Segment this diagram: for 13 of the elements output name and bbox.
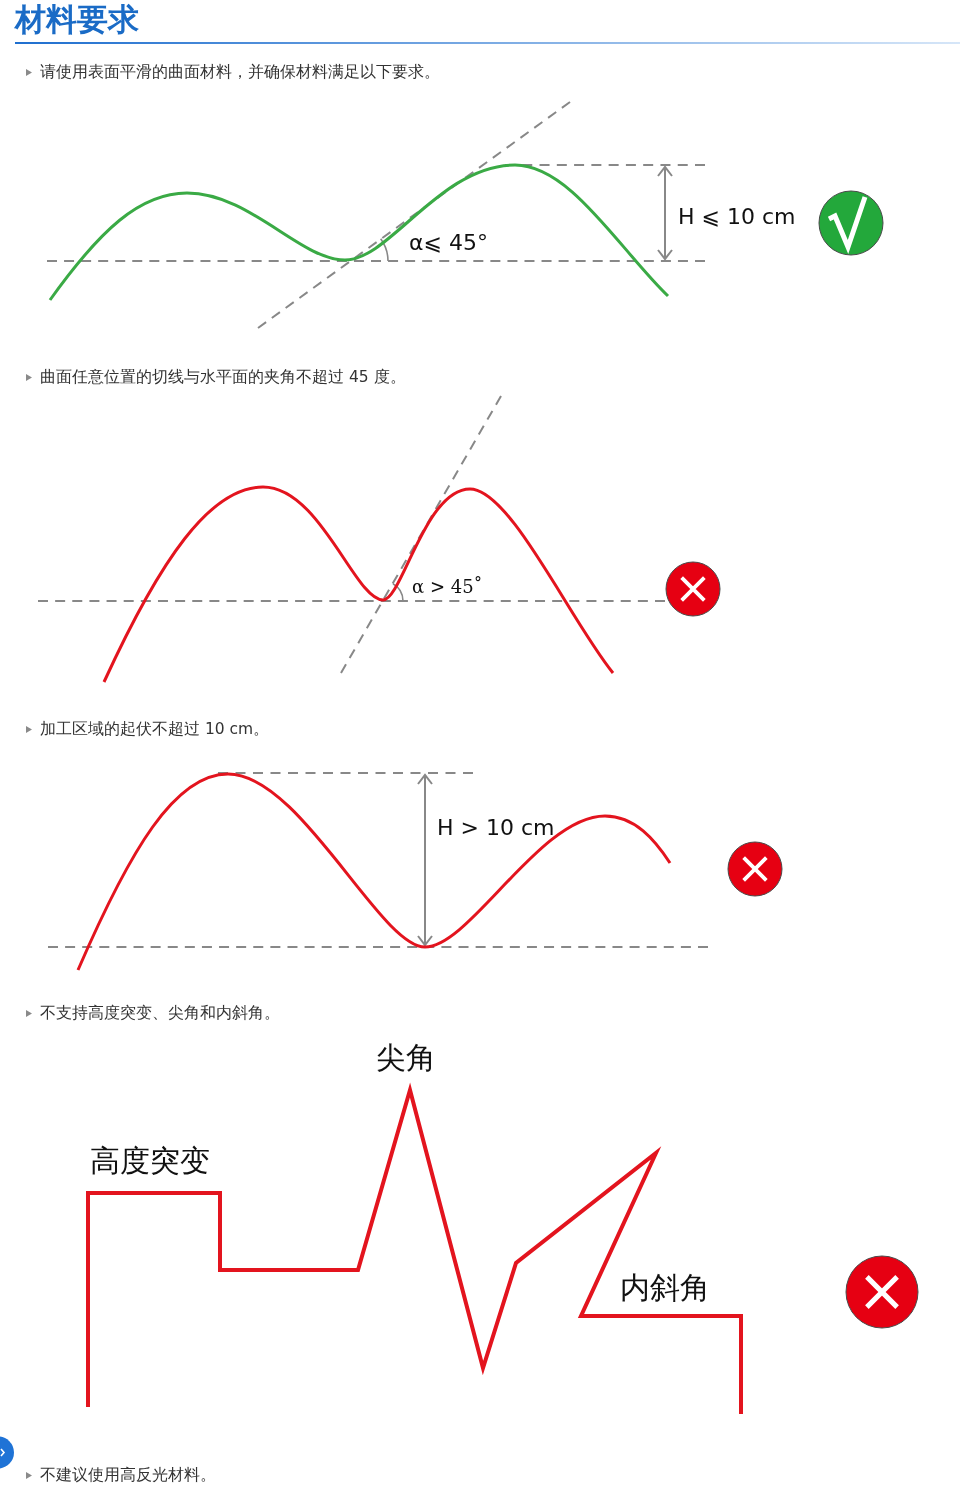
bullet-text: 曲面任意位置的切线与水平面的夹角不超过 45 度。	[40, 367, 406, 387]
bullet-text: 加工区域的起伏不超过 10 cm。	[40, 719, 270, 739]
callout-label: 内斜角	[620, 1270, 710, 1306]
callout-label: 尖角	[376, 1040, 436, 1076]
bullet-text: 请使用表面平滑的曲面材料，并确保材料满足以下要求。	[40, 62, 440, 82]
page-title: 材料要求	[15, 1, 139, 39]
angle-label: α⩽ 45°	[409, 229, 488, 257]
dimension-label: H > 10 cm	[437, 814, 555, 842]
angle-label: α > 45˚	[412, 576, 483, 598]
dimension-label: H ⩽ 10 cm	[678, 203, 796, 231]
callout-label: 高度突变	[90, 1143, 210, 1179]
bullet-text: 不建议使用高反光材料。	[40, 1465, 216, 1485]
bullet-text: 不支持高度突变、尖角和内斜角。	[40, 1003, 280, 1023]
